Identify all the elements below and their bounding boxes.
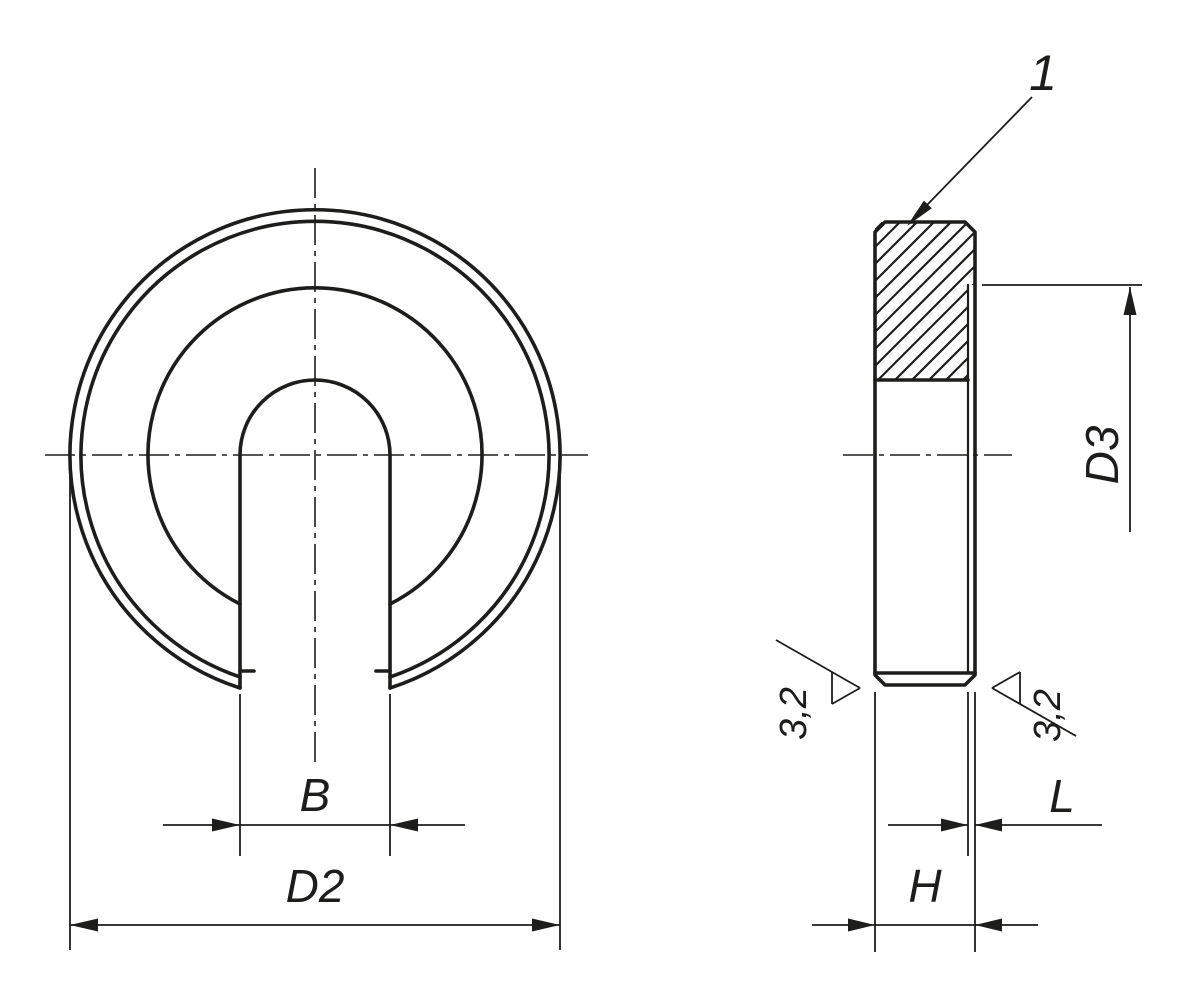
roughness-left-short-leg [831, 687, 861, 705]
roughness-left-long-leg [775, 639, 861, 689]
dim-l-label: L [1049, 770, 1075, 822]
hatch-line [875, 367, 975, 380]
dim-h-arrow-right [975, 918, 1002, 932]
callout-1-arrowhead [907, 200, 932, 226]
callout-1: 1 [907, 45, 1057, 226]
hatch-line [875, 222, 975, 231]
front-view: B D2 [45, 168, 588, 950]
callout-1-label: 1 [1029, 45, 1057, 101]
roughness-left-label: 3,2 [773, 687, 815, 740]
dim-d3: D3 [982, 284, 1142, 532]
dim-d2-arrow-right [532, 918, 560, 932]
hatch-line [875, 231, 975, 333]
hatch-line [875, 350, 975, 380]
outer-circle [68, 208, 562, 690]
chamfer-circle [79, 219, 551, 679]
dim-d2: D2 [69, 468, 561, 950]
hatch-line [875, 222, 975, 316]
part-outline [873, 220, 977, 687]
hatch-line [875, 316, 975, 380]
hatch-line [875, 222, 975, 282]
dim-h-label: H [908, 860, 942, 912]
hatch-line [875, 222, 975, 299]
surface-roughness-left: 3,2 [773, 639, 861, 740]
hatch-line [875, 265, 975, 367]
dim-d2-arrow-left [70, 918, 98, 932]
dim-d2-label: D2 [286, 860, 345, 912]
dim-l-arrow-left [941, 818, 968, 832]
callout-1-leader [926, 96, 1033, 206]
hatch-line [875, 299, 975, 380]
section-hatch [875, 222, 975, 380]
dim-h: H [812, 692, 1038, 952]
dim-b: B [163, 694, 465, 856]
recess-circle [146, 286, 484, 606]
slot-outline [238, 378, 392, 690]
dim-d3-label: D3 [1076, 425, 1128, 484]
dim-b-arrow-left [212, 818, 240, 832]
roughness-right-label: 3,2 [1027, 689, 1069, 742]
roughness-right-long-leg [991, 687, 1077, 737]
dim-b-arrow-right [390, 818, 418, 832]
dim-d3-arrow [1123, 287, 1137, 315]
dim-l: L [888, 692, 1102, 856]
hatch-line [875, 282, 975, 380]
dim-b-label: B [300, 769, 331, 821]
hatch-line [875, 248, 975, 350]
side-view: 1 D3 3,2 3,2 L [773, 45, 1142, 952]
dim-l-arrow-right [975, 818, 1002, 832]
dim-h-arrow-left [848, 918, 875, 932]
hatch-line [875, 333, 975, 380]
roughness-right-short-leg [991, 671, 1021, 689]
surface-roughness-right: 3,2 [991, 671, 1077, 742]
hatch-line [875, 222, 975, 248]
hatch-line [875, 222, 975, 265]
